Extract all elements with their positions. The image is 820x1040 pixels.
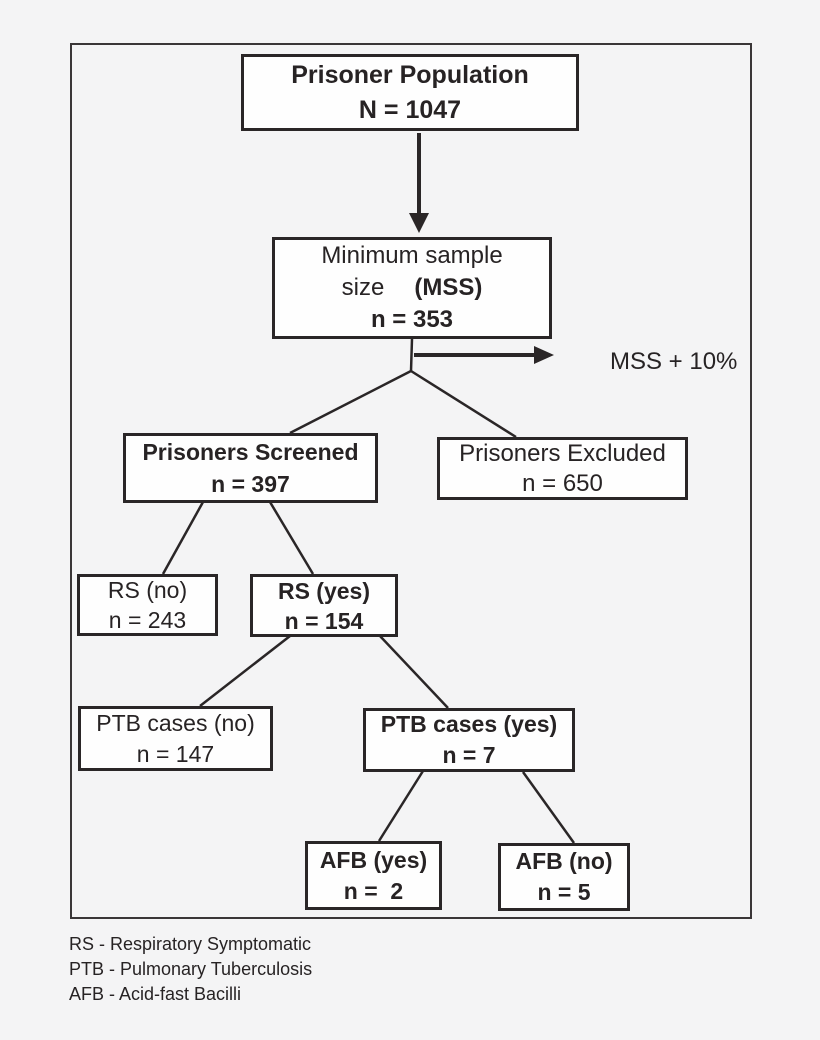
node-title-line2: size (MSS) (342, 272, 483, 304)
node-title: AFB (yes) (319, 846, 428, 873)
diagram-frame (70, 43, 752, 919)
node-title: Prisoners Screened (142, 439, 359, 465)
annotation-mss-plus-ten: MSS + 10% (610, 348, 738, 375)
title-gap (384, 272, 414, 304)
node-title: Prisoner Population (291, 60, 529, 89)
node-rs-no: RS (no) n = 243 (77, 574, 218, 636)
node-value: n = 650 (522, 469, 603, 497)
node-title-size: size (341, 274, 385, 301)
node-value: n = 2 (343, 877, 404, 904)
node-value: n = 5 (537, 879, 591, 905)
node-minimum-sample-size: Minimum sample size (MSS) n = 353 (272, 237, 552, 339)
node-title: PTB cases (no) (96, 709, 255, 736)
node-ptb-cases-no: PTB cases (no) n = 147 (78, 706, 273, 771)
node-title: RS (no) (107, 577, 188, 603)
legend: RS - Respiratory Symptomatic PTB - Pulmo… (69, 932, 312, 1007)
node-prisoners-excluded: Prisoners Excluded n = 650 (437, 437, 688, 500)
node-value: n = 243 (108, 607, 187, 633)
node-rs-yes: RS (yes) n = 154 (250, 574, 398, 637)
node-title: PTB cases (yes) (380, 711, 558, 737)
node-afb-yes: AFB (yes) n = 2 (305, 841, 442, 910)
node-title-line1: Minimum sample (321, 242, 503, 269)
node-title: AFB (no) (515, 848, 613, 874)
node-title-mss-abbrev: (MSS) (414, 274, 483, 301)
node-value: n = 147 (136, 740, 215, 767)
node-title: RS (yes) (277, 577, 371, 604)
node-prisoners-screened: Prisoners Screened n = 397 (123, 433, 378, 503)
node-title: Prisoners Excluded (459, 439, 666, 467)
node-afb-no: AFB (no) n = 5 (498, 843, 630, 911)
node-value: N = 1047 (358, 95, 462, 124)
node-value: n = 7 (442, 742, 496, 768)
node-value: n = 353 (370, 306, 454, 333)
node-ptb-cases-yes: PTB cases (yes) n = 7 (363, 708, 575, 772)
node-value: n = 154 (284, 607, 364, 634)
node-prisoner-population: Prisoner Population N = 1047 (241, 54, 579, 131)
legend-item-rs: RS - Respiratory Symptomatic (69, 934, 312, 954)
legend-item-ptb: PTB - Pulmonary Tuberculosis (69, 959, 313, 979)
legend-item-afb: AFB - Acid-fast Bacilli (69, 984, 242, 1004)
node-value: n = 397 (211, 471, 290, 497)
